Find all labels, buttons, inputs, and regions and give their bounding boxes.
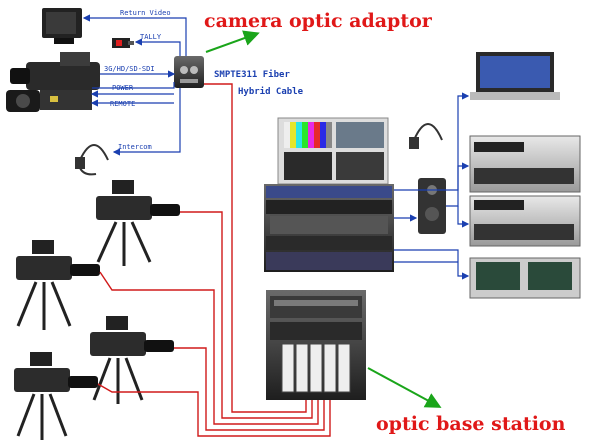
intercom-label: Intercom (118, 143, 152, 151)
return-video-monitor-icon (42, 8, 82, 44)
fiber-label-line1: SMPTE311 Fiber (214, 69, 290, 80)
base-station-callout-arrow (367, 367, 442, 408)
equipment-signal-lines (394, 92, 470, 280)
tally-light-icon (112, 38, 134, 48)
adaptor-signal-lines (82, 14, 187, 156)
remote-control-panel-icon (418, 178, 446, 234)
fiber-label-line2: Hybrid Cable (238, 86, 304, 97)
power-label: POWER (112, 84, 134, 92)
adaptor-callout-arrow (205, 30, 260, 53)
studio-camera-3-icon (90, 316, 174, 404)
return-video-label: Return Video (120, 9, 171, 17)
studio-camera-2-icon (16, 240, 100, 330)
intercom-headset-icon (75, 144, 109, 176)
control-room-headset-icon (409, 123, 443, 149)
laptop-icon (470, 52, 560, 100)
control-rack-icon (264, 184, 394, 272)
camcorder-top-icon (6, 52, 100, 112)
vtr-deck-1-icon (469, 135, 581, 193)
vtr-deck-2-icon (469, 195, 581, 247)
optic-base-station-title: optic base station (376, 413, 566, 435)
tally-label: TALLY (140, 33, 162, 41)
multiview-monitor-icon (277, 117, 389, 185)
monitor-wall-icon (469, 257, 581, 299)
camera-optic-adaptor-icon (174, 56, 204, 88)
studio-camera-1-icon (96, 180, 180, 266)
camera-optic-adaptor-title: camera optic adaptor (204, 10, 433, 32)
studio-camera-4-icon (14, 352, 98, 440)
optic-base-station-rack-icon (266, 290, 366, 400)
remote-label: REMOTE (110, 100, 135, 108)
sdi-label: 3G/HD/SD-SDI (104, 65, 155, 73)
